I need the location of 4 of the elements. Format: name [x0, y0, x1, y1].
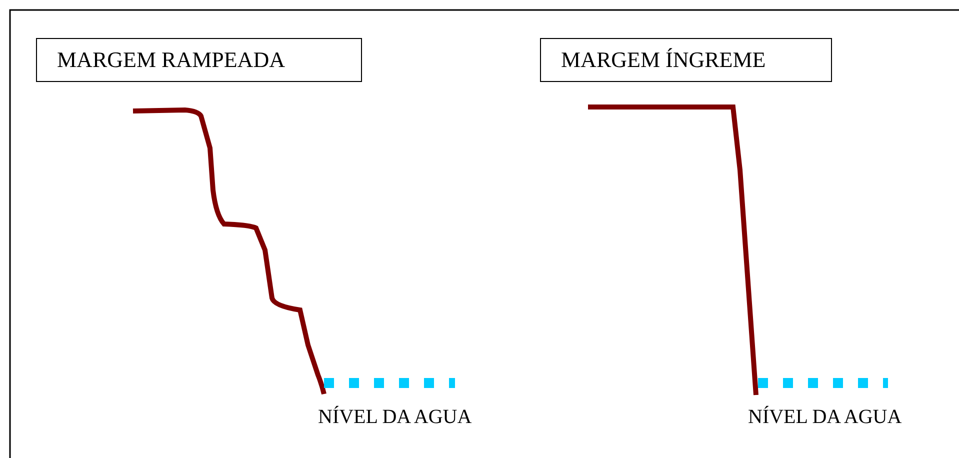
title-box: MARGEM RAMPEADA — [36, 38, 362, 82]
water-level-label: NÍVEL DA AGUA — [318, 406, 472, 429]
title-box: MARGEM ÍNGREME — [540, 38, 832, 82]
water-level-label: NÍVEL DA AGUA — [748, 406, 902, 429]
